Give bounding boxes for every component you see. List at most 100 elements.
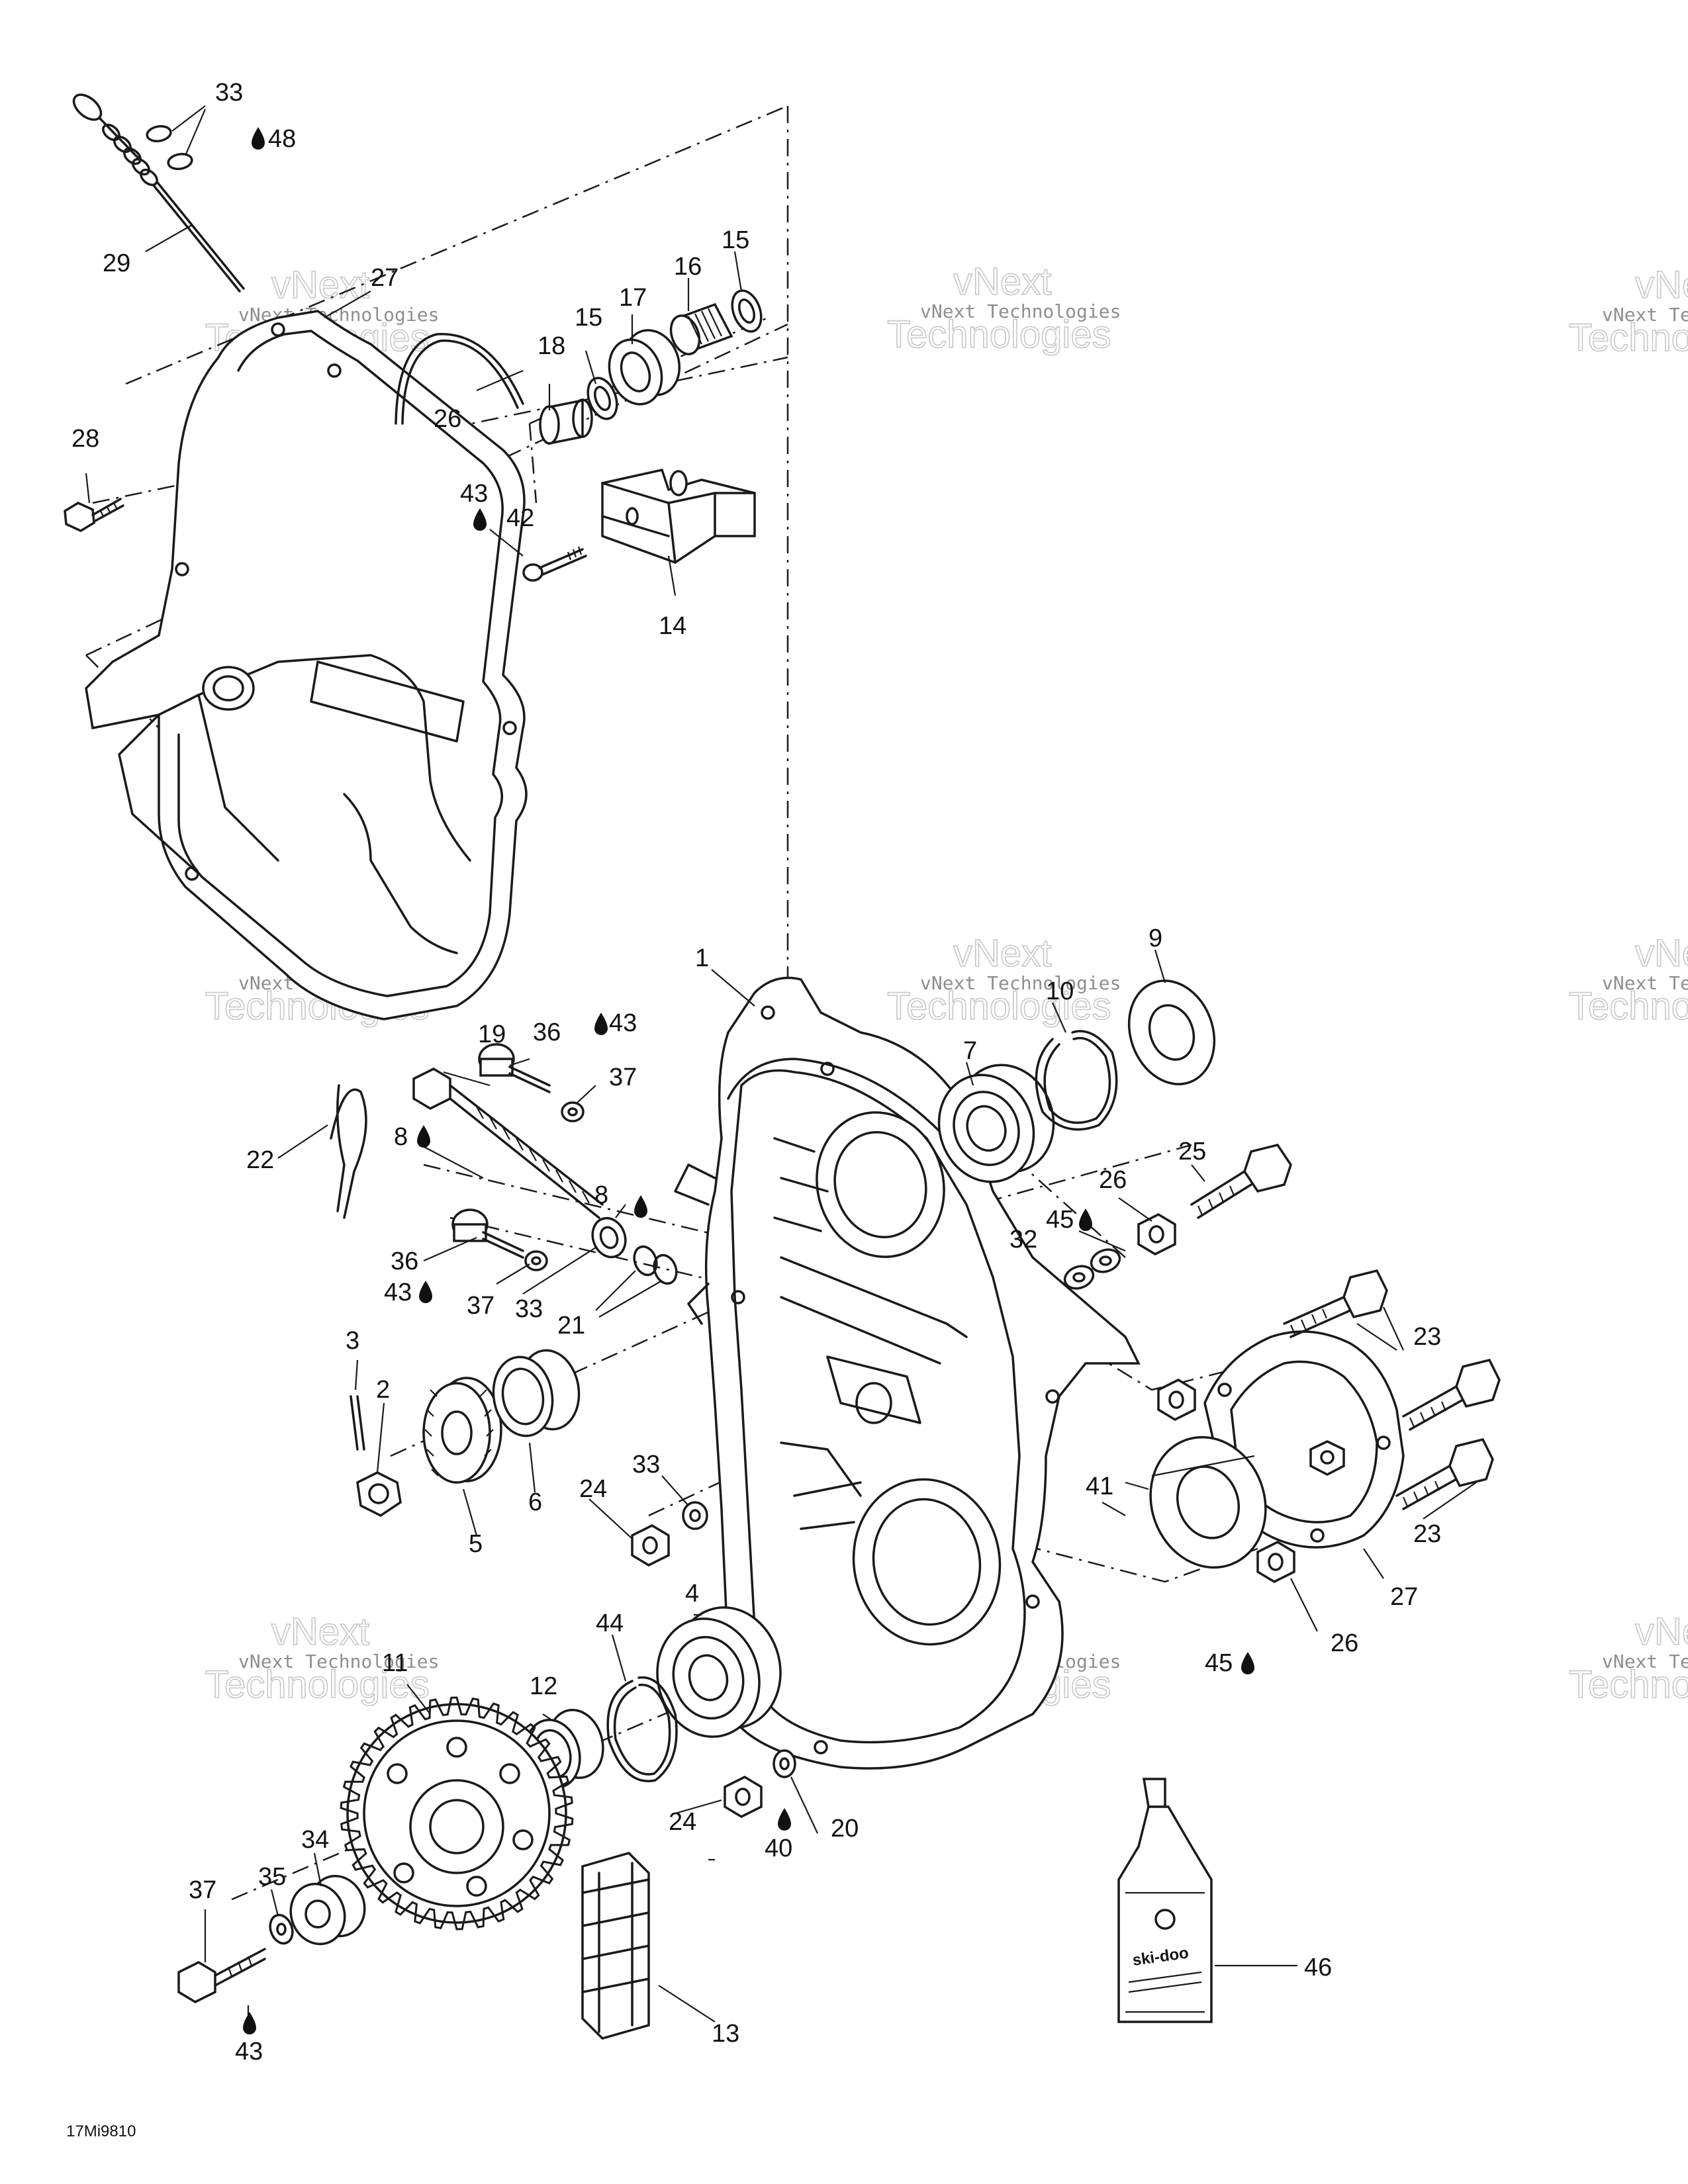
svg-text:vNext: vNext xyxy=(953,260,1051,303)
seal-28 xyxy=(395,333,524,425)
screw-38-upper xyxy=(478,1043,551,1093)
lubricant-drops xyxy=(243,127,1254,2034)
washer-36 xyxy=(269,1913,294,1945)
svg-text:vNext: vNext xyxy=(271,263,369,306)
drop-icon xyxy=(473,508,487,531)
callout-28: 26 xyxy=(434,405,461,433)
callout-27: 27 xyxy=(1390,1583,1418,1611)
drop-icon xyxy=(778,1808,791,1831)
callout-21: 21 xyxy=(557,1312,585,1340)
callout-45: 45 xyxy=(1046,1206,1074,1234)
svg-text:vNext: vNext xyxy=(1635,932,1688,975)
callout-7: 7 xyxy=(963,1037,977,1065)
drop-icon xyxy=(1241,1652,1254,1674)
watermark: vNext vNext Technologies Technologies xyxy=(205,1610,439,1707)
callout-1: 1 xyxy=(695,944,709,972)
callout-24: 24 xyxy=(579,1475,607,1503)
watermark: vNext vNext Technologies Technologies xyxy=(886,931,1121,1028)
svg-text:vNext: vNext xyxy=(1635,1610,1688,1653)
bolt-30 xyxy=(64,498,124,532)
callout-13: 13 xyxy=(712,2020,739,2048)
leader-lines xyxy=(85,105,1477,2023)
svg-text:Technologies: Technologies xyxy=(887,985,1111,1028)
spacer-8 xyxy=(591,1216,627,1259)
svg-text:vNext: vNext xyxy=(1635,263,1688,306)
bolts-23 xyxy=(1283,1269,1501,1510)
callout-23b: 23 xyxy=(1413,1520,1441,1548)
watermark: vNext vNext Technologies Technologies xyxy=(1568,1610,1688,1707)
callout-5: 5 xyxy=(469,1530,483,1558)
callout-34: 34 xyxy=(301,1826,329,1854)
bolt-37 xyxy=(177,1948,266,2003)
washer-9 xyxy=(1127,979,1216,1085)
drop-icon xyxy=(594,1013,608,1035)
svg-text:vNext Technologies: vNext Technologies xyxy=(1602,972,1688,994)
callout-20: 20 xyxy=(831,1815,859,1843)
callout-15: 15 xyxy=(575,304,602,332)
callout-38b: 36 xyxy=(391,1248,418,1275)
callout-3: 3 xyxy=(346,1327,359,1355)
svg-text:vNext: vNext xyxy=(271,1610,369,1653)
drop-icon xyxy=(1079,1208,1092,1231)
callout-17: 17 xyxy=(619,284,647,312)
circlip-10 xyxy=(1035,1030,1118,1131)
callout-41: 41 xyxy=(1086,1473,1113,1500)
callout-9: 9 xyxy=(1149,925,1162,952)
watermark: vNext vNext Technologies Technologies xyxy=(886,259,1121,357)
callout-33b: 33 xyxy=(632,1451,660,1479)
watermark: vNext vNext Technologies Technologies xyxy=(1568,931,1688,1028)
callout-38: 36 xyxy=(533,1019,561,1046)
callout-37: 37 xyxy=(189,1876,216,1904)
drop-icon xyxy=(243,2012,256,2034)
chaincase-housing xyxy=(674,976,1141,1770)
callout-12: 12 xyxy=(530,1672,557,1700)
callout-26b: 26 xyxy=(1331,1629,1358,1657)
svg-text:vNext Technologies: vNext Technologies xyxy=(920,972,1121,994)
sprocket-teeth xyxy=(340,1696,574,1931)
chaincase-cover xyxy=(85,310,528,1021)
callout-8: 8 xyxy=(394,1123,408,1151)
callout-30: 28 xyxy=(71,425,99,453)
screw-42 xyxy=(522,546,587,582)
callout-40: 40 xyxy=(765,1835,792,1862)
o-rings-21 xyxy=(633,1245,678,1285)
washer-39-upper xyxy=(561,1101,585,1122)
sleeve-6 xyxy=(492,1349,581,1437)
washer-33 xyxy=(682,1501,708,1530)
washer-39-lower xyxy=(524,1250,548,1271)
drop-icon xyxy=(634,1195,647,1218)
callout-23: 23 xyxy=(1413,1323,1441,1351)
callout-45b: 45 xyxy=(1205,1649,1233,1677)
svg-text:vNext: vNext xyxy=(953,932,1051,975)
bracket-14 xyxy=(601,468,756,564)
nut-26-lower xyxy=(1157,1379,1295,1583)
svg-text:Technologies: Technologies xyxy=(887,313,1111,356)
gasket-41 xyxy=(1149,1435,1267,1569)
chain-13 xyxy=(581,1852,650,2040)
callout-31: 29 xyxy=(103,250,130,277)
callout-39b: 37 xyxy=(467,1292,494,1320)
callout-16: 16 xyxy=(674,253,702,281)
callout-15b: 15 xyxy=(722,226,749,254)
callout-19: 19 xyxy=(478,1021,506,1048)
bolt-19 xyxy=(412,1068,604,1219)
nut-24-upper xyxy=(631,1524,670,1567)
callout-43c: 43 xyxy=(384,1279,412,1306)
svg-text:vNext Technologies: vNext Technologies xyxy=(920,300,1121,322)
circlip-44 xyxy=(606,1676,678,1782)
svg-text:Technologies: Technologies xyxy=(205,1663,430,1706)
sprocket-5 xyxy=(422,1377,502,1484)
callout-11: 11 xyxy=(382,1649,408,1677)
svg-text:Technologies: Technologies xyxy=(1569,316,1688,359)
callout-2: 2 xyxy=(376,1376,390,1404)
sprocket-11 xyxy=(340,1696,574,1931)
callout-26: 26 xyxy=(1099,1166,1127,1194)
callout-43d: 43 xyxy=(235,2038,263,2066)
screw-38-lower xyxy=(451,1208,524,1259)
callout-32: 32 xyxy=(1009,1226,1037,1253)
callout-6: 6 xyxy=(528,1488,542,1516)
callout-10: 10 xyxy=(1046,978,1074,1005)
svg-text:Technologies: Technologies xyxy=(1569,1663,1688,1706)
nut-24-lower xyxy=(724,1776,763,1818)
callout-35: 33 xyxy=(215,79,243,107)
